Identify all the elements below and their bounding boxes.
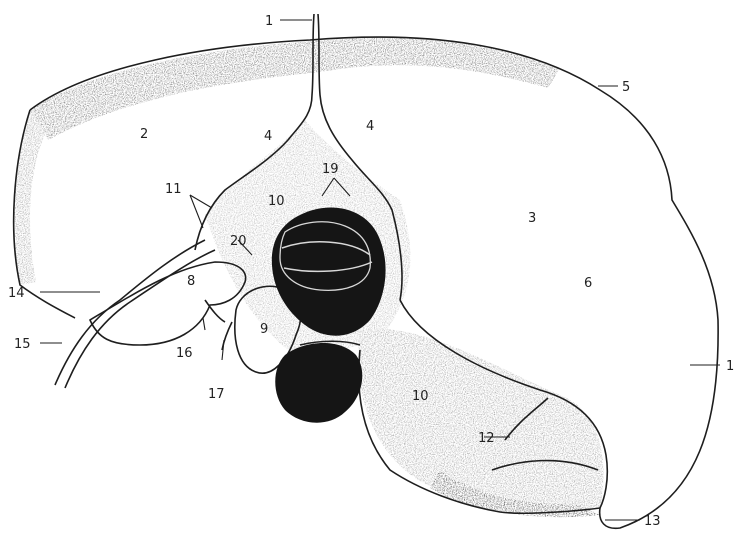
label-4-right: 4 [366, 119, 374, 134]
label-3: 3 [528, 211, 536, 226]
label-19: 19 [322, 162, 339, 177]
left-rim-shading [14, 110, 46, 285]
leader-11a [190, 195, 212, 208]
label-5: 5 [622, 80, 630, 95]
vessel-tube [90, 262, 246, 345]
leader-16 [203, 318, 205, 330]
label-8: 8 [187, 274, 195, 289]
label-17: 17 [208, 387, 225, 402]
left-cut-edge-2 [65, 250, 215, 388]
label-10-upper: 10 [268, 194, 285, 209]
label-20: 20 [230, 234, 247, 249]
label-4-left: 4 [264, 129, 272, 144]
lobe-shading [358, 329, 604, 509]
label-10-lower: 10 [412, 389, 429, 404]
top-rim-shading [30, 38, 560, 140]
label-9: 9 [260, 322, 268, 337]
label-11: 11 [165, 182, 182, 197]
label-12: 12 [478, 431, 495, 446]
label-15: 15 [14, 337, 31, 352]
label-13: 13 [644, 514, 661, 529]
label-1-right: 1 [726, 359, 734, 374]
label-14: 14 [8, 286, 25, 301]
label-2: 2 [140, 127, 148, 142]
label-1-top: 1 [265, 14, 273, 29]
label-6: 6 [584, 276, 592, 291]
label-16: 16 [176, 346, 193, 361]
leader-11b [190, 195, 203, 228]
lower-dark-mass [275, 343, 362, 423]
